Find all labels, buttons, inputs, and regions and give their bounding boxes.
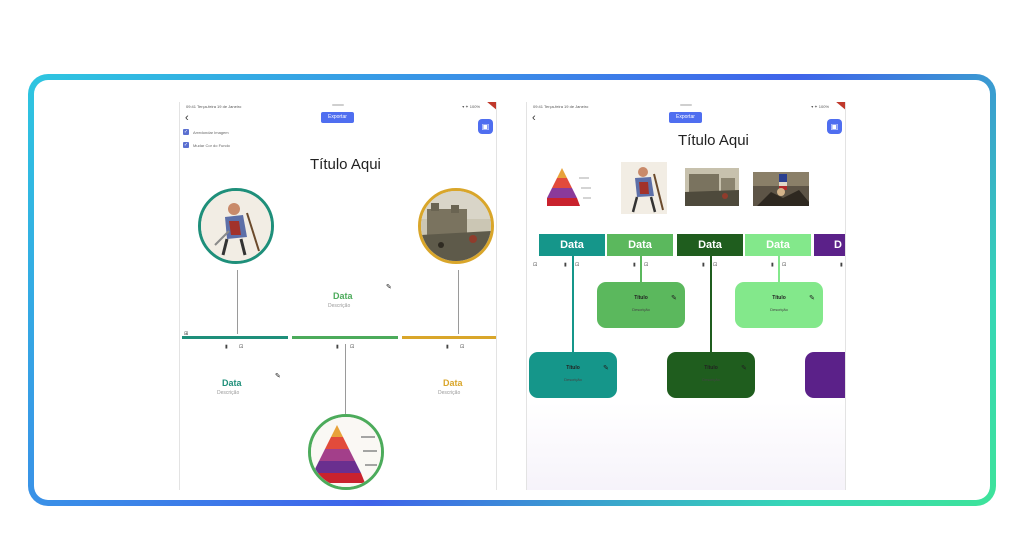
bg-color-label: Mudar Cor do Fundo bbox=[193, 142, 230, 148]
event-image-soldier[interactable] bbox=[198, 188, 274, 264]
tablet-horizontal-timeline: 09:41 Terça-feira 19 de Janeiro ▾ ✦ 100%… bbox=[526, 102, 846, 490]
card-title: Título bbox=[566, 365, 580, 371]
export-button[interactable]: Exportar bbox=[669, 112, 702, 123]
edit-pencil-icon[interactable]: ✎ bbox=[386, 284, 392, 291]
card-description: Descrição bbox=[770, 307, 788, 312]
event-description[interactable]: Descrição bbox=[438, 390, 461, 396]
round-image-label: Arredondar Imagem bbox=[193, 129, 229, 135]
card-description: Descrição bbox=[564, 377, 582, 382]
thumb-liberty[interactable] bbox=[753, 172, 809, 206]
save-icon[interactable]: ▣ bbox=[478, 119, 493, 134]
image-icon[interactable]: ⊡ bbox=[533, 262, 538, 268]
image-icon[interactable]: ⊡ bbox=[644, 262, 649, 268]
timeline-segment-5[interactable]: D bbox=[814, 234, 845, 256]
image-icon[interactable]: ⊡ bbox=[713, 262, 718, 268]
delete-icon[interactable]: ▮ bbox=[225, 344, 228, 350]
connector-line bbox=[458, 270, 459, 334]
event-card[interactable]: Título Descrição ✎ bbox=[667, 352, 755, 398]
status-icons: ▾ ✦ 100% bbox=[462, 104, 480, 109]
add-event-icon[interactable]: ⊞ bbox=[184, 331, 189, 337]
delete-icon[interactable]: ▮ bbox=[840, 262, 843, 268]
back-chevron-icon[interactable]: ‹ bbox=[532, 112, 536, 124]
card-title: Título bbox=[772, 295, 786, 301]
event-date[interactable]: Data bbox=[443, 378, 463, 388]
bg-color-option[interactable]: ✓ Mudar Cor do Fundo bbox=[183, 142, 230, 148]
thumb-pyramid[interactable] bbox=[547, 164, 595, 210]
event-image-bastille[interactable] bbox=[418, 188, 494, 264]
delete-icon[interactable]: ▮ bbox=[336, 344, 339, 350]
tablet-vertical-timeline: 09:41 Terça-feira 19 de Janeiro ▾ ✦ 100%… bbox=[179, 102, 497, 490]
export-button[interactable]: Exportar bbox=[321, 112, 354, 123]
timeline-bar-2 bbox=[292, 336, 398, 339]
card-title: Título bbox=[634, 295, 648, 301]
edit-pencil-icon[interactable]: ✎ bbox=[275, 373, 281, 380]
multitask-grabber[interactable] bbox=[680, 104, 692, 106]
connector-line bbox=[778, 256, 780, 282]
event-date[interactable]: Data bbox=[333, 291, 353, 301]
round-image-option[interactable]: ✓ Arredondar Imagem bbox=[183, 129, 229, 135]
event-card[interactable] bbox=[805, 352, 845, 398]
connector-line bbox=[710, 256, 712, 354]
status-bar: 09:41 Terça-feira 19 de Janeiro ▾ ✦ 100% bbox=[186, 104, 490, 112]
event-description[interactable]: Descrição bbox=[328, 303, 351, 309]
page-title[interactable]: Título Aqui bbox=[678, 132, 749, 149]
delete-icon[interactable]: ▮ bbox=[446, 344, 449, 350]
round-image-checkbox[interactable]: ✓ bbox=[183, 129, 189, 135]
back-chevron-icon[interactable]: ‹ bbox=[185, 112, 189, 124]
status-time: 09:41 Terça-feira 19 de Janeiro bbox=[186, 104, 242, 109]
status-time: 09:41 Terça-feira 19 de Janeiro bbox=[533, 104, 589, 109]
timeline-segment-2[interactable]: Data bbox=[607, 234, 673, 256]
image-icon[interactable]: ⊡ bbox=[239, 344, 244, 350]
delete-icon[interactable]: ▮ bbox=[564, 262, 567, 268]
card-description: Descrição bbox=[702, 377, 720, 382]
showcase-panel: 09:41 Terça-feira 19 de Janeiro ▾ ✦ 100%… bbox=[34, 80, 990, 500]
delete-icon[interactable]: ▮ bbox=[771, 262, 774, 268]
event-card[interactable]: Título Descrição ✎ bbox=[529, 352, 617, 398]
connector-line bbox=[237, 270, 238, 334]
thumb-soldier[interactable] bbox=[621, 162, 667, 214]
event-card[interactable]: Título Descrição ✎ bbox=[735, 282, 823, 328]
event-description[interactable]: Descrição bbox=[217, 390, 240, 396]
delete-icon[interactable]: ▮ bbox=[702, 262, 705, 268]
edit-pencil-icon[interactable]: ✎ bbox=[809, 295, 815, 302]
connector-line bbox=[572, 256, 574, 354]
image-icon[interactable]: ⊡ bbox=[782, 262, 787, 268]
image-icon[interactable]: ⊡ bbox=[575, 262, 580, 268]
event-date[interactable]: Data bbox=[222, 378, 242, 388]
edit-pencil-icon[interactable]: ✎ bbox=[741, 365, 747, 372]
status-icons: ▾ ✦ 100% bbox=[811, 104, 829, 109]
bg-color-checkbox[interactable]: ✓ bbox=[183, 142, 189, 148]
timeline-segment-1[interactable]: Data bbox=[539, 234, 605, 256]
card-title: Título bbox=[704, 365, 718, 371]
gradient-frame: 09:41 Terça-feira 19 de Janeiro ▾ ✦ 100%… bbox=[28, 74, 996, 506]
card-description: Descrição bbox=[632, 307, 650, 312]
timeline-segment-3[interactable]: Data bbox=[677, 234, 743, 256]
multitask-grabber[interactable] bbox=[332, 104, 344, 106]
thumb-bastille[interactable] bbox=[685, 168, 739, 206]
event-card[interactable]: Título Descrição ✎ bbox=[597, 282, 685, 328]
timeline-bar-3 bbox=[402, 336, 496, 339]
edit-pencil-icon[interactable]: ✎ bbox=[671, 295, 677, 302]
connector-line bbox=[345, 344, 346, 414]
image-icon[interactable]: ⊡ bbox=[460, 344, 465, 350]
image-icon[interactable]: ⊡ bbox=[350, 344, 355, 350]
event-image-pyramid[interactable] bbox=[308, 414, 384, 490]
timeline-bar-1 bbox=[182, 336, 288, 339]
edit-pencil-icon[interactable]: ✎ bbox=[603, 365, 609, 372]
save-icon[interactable]: ▣ bbox=[827, 119, 842, 134]
page-title[interactable]: Título Aqui bbox=[310, 156, 381, 173]
delete-icon[interactable]: ▮ bbox=[633, 262, 636, 268]
connector-line bbox=[640, 256, 642, 282]
status-bar: 09:41 Terça-feira 19 de Janeiro ▾ ✦ 100% bbox=[533, 104, 839, 112]
timeline-segment-4[interactable]: Data bbox=[745, 234, 811, 256]
